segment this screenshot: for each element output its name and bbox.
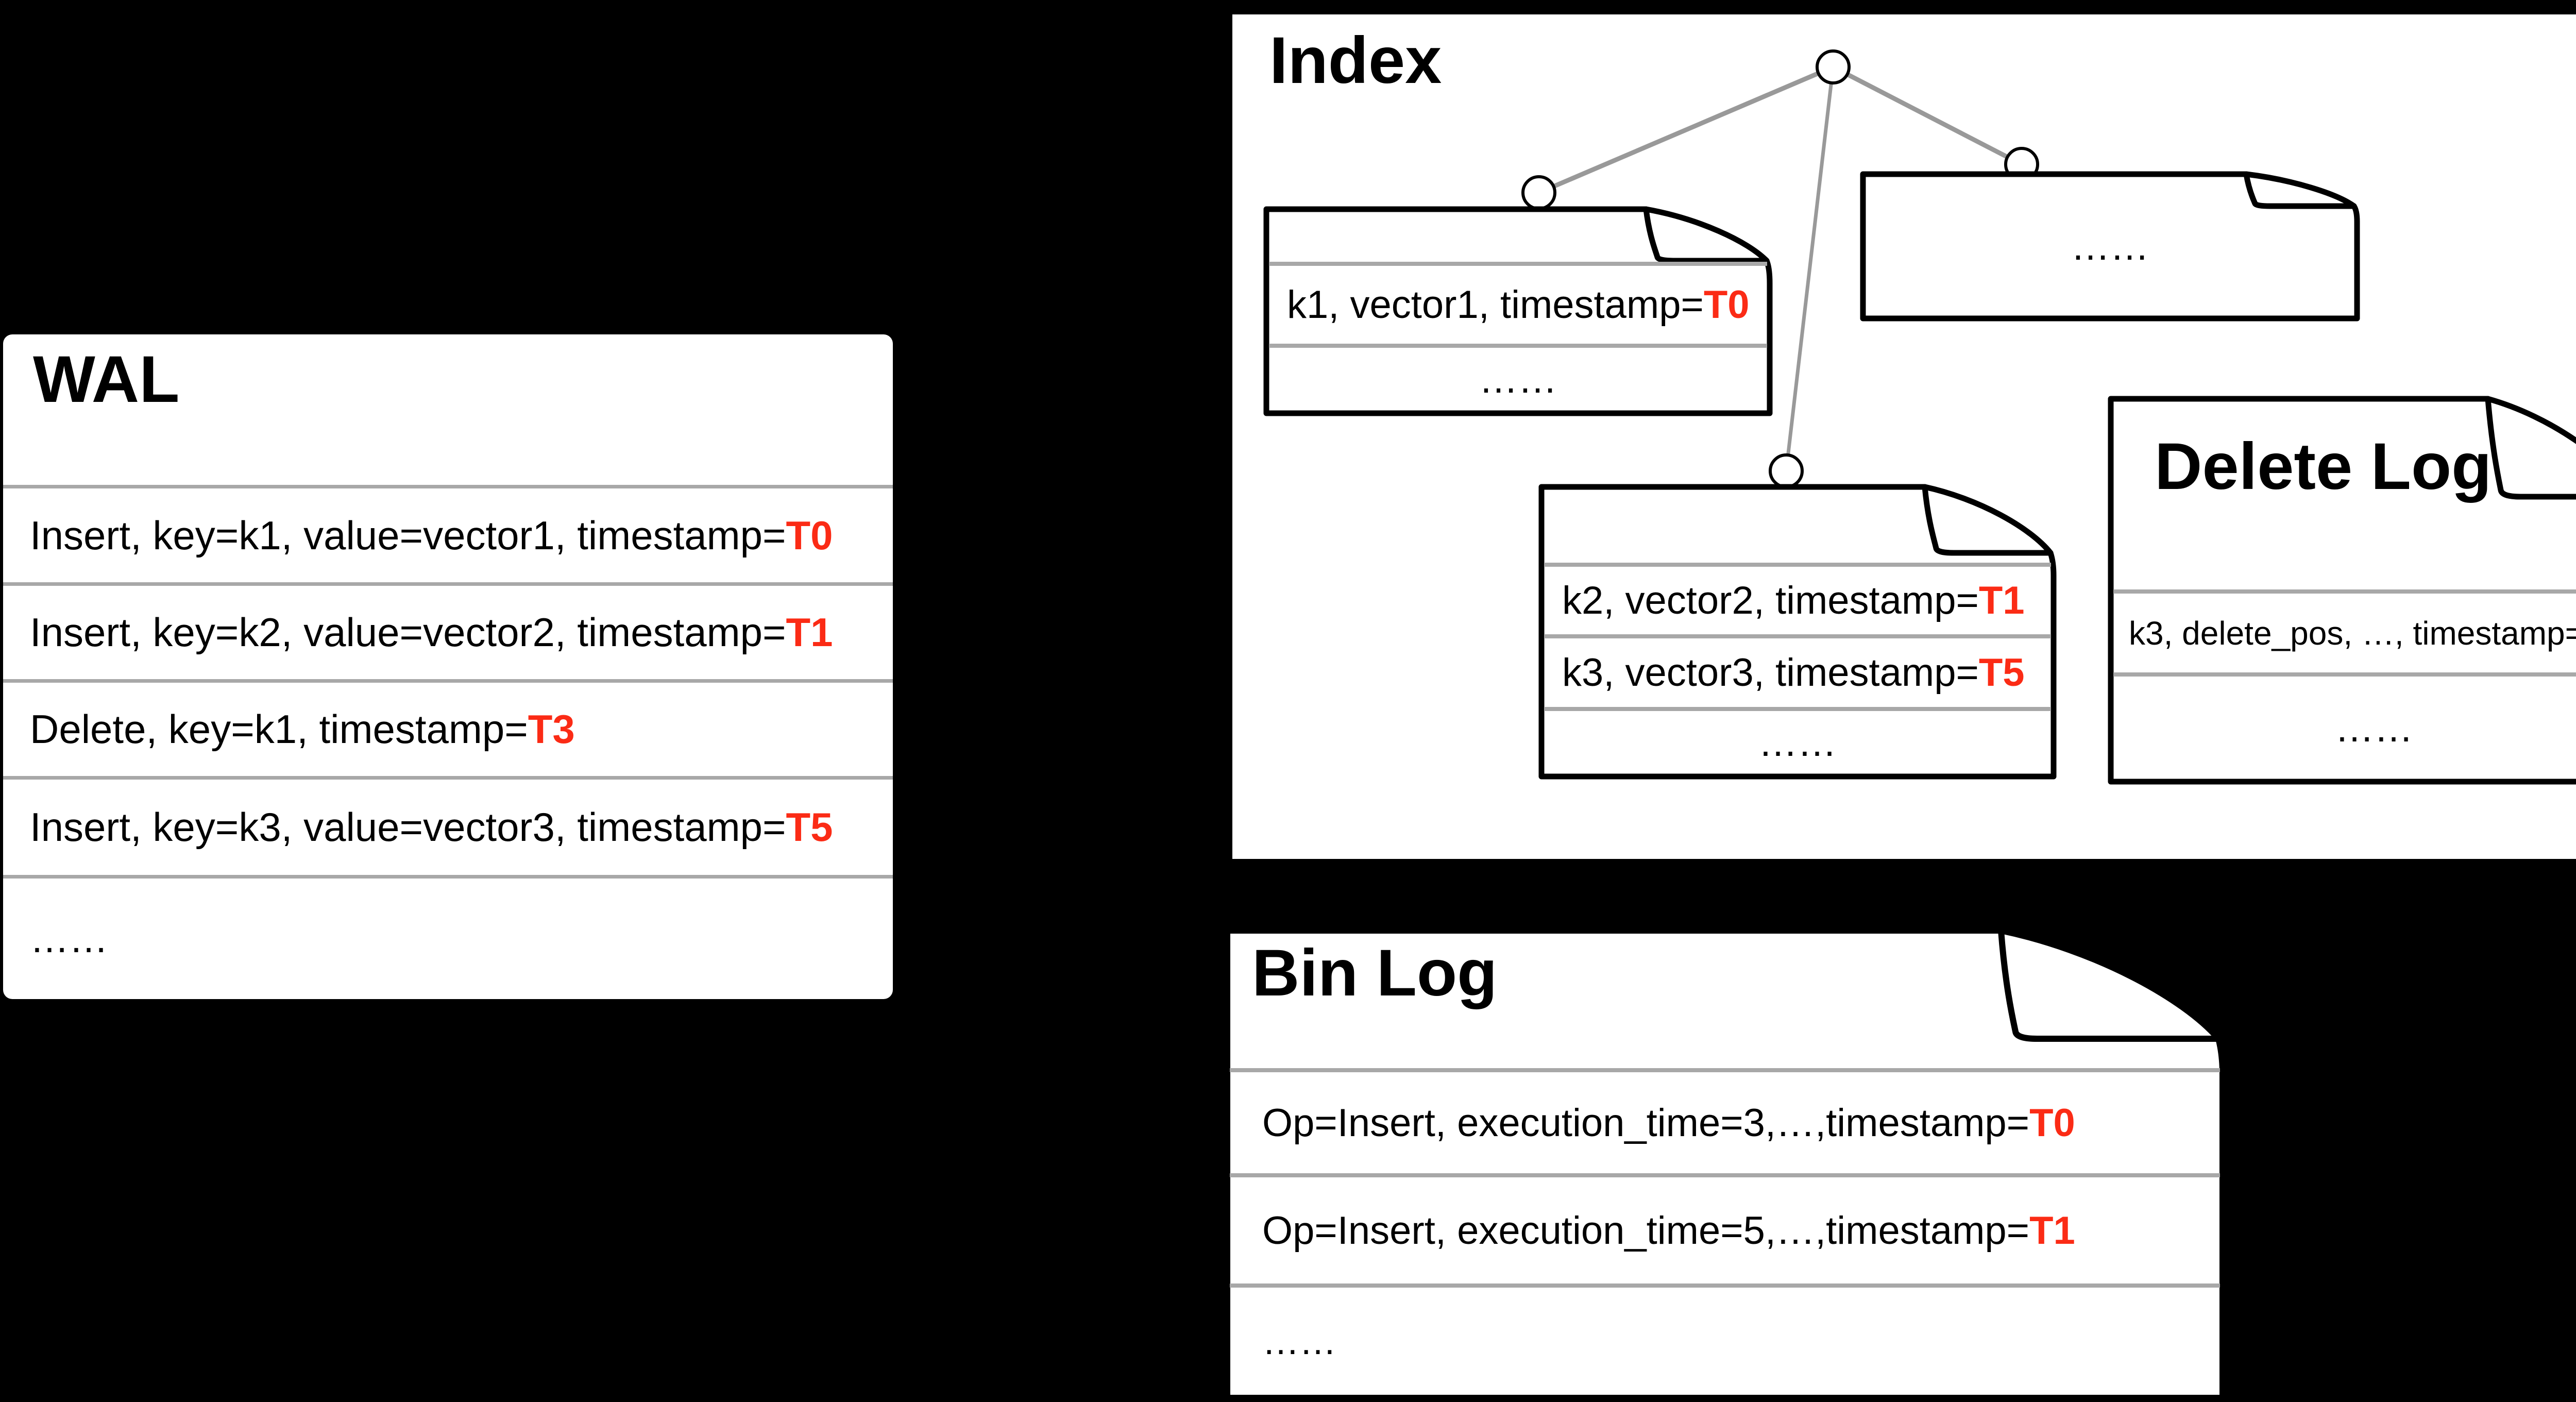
document-page-svg — [1860, 171, 2360, 322]
doc-row: k3, delete_pos, …, timestamp=T3 — [2111, 592, 2576, 674]
bin-log-row: Op=Insert, execution_time=3,…,timestamp=… — [1227, 1070, 2223, 1175]
ellipsis-text: …… — [2335, 706, 2413, 750]
index-title: Index — [1269, 24, 1442, 97]
doc-row-text: Op=Insert, execution_time=5,…,timestamp= — [1262, 1208, 2030, 1253]
tree-edge-line — [1784, 66, 1835, 471]
doc-row-text: k3, delete_pos, …, timestamp= — [2129, 614, 2576, 652]
document-page-shape — [1538, 484, 2057, 780]
wal-row: Insert, key=k3, value=vector3, timestamp… — [3, 776, 893, 875]
ellipsis-text: …… — [1262, 1321, 1336, 1362]
bin-log-title: Bin Log — [1252, 936, 1498, 1010]
doc-row-text: k1, vector1, timestamp= — [1287, 283, 1704, 327]
wal-title: WAL — [33, 343, 180, 416]
bin-log-row: Op=Insert, execution_time=5,…,timestamp=… — [1227, 1175, 2223, 1286]
delete-log-document: Delete Log k3, delete_pos, …, timestamp=… — [2108, 396, 2576, 785]
wal-row-text: Insert, key=k1, value=vector1, timestamp… — [30, 512, 786, 558]
doc-more-row: …… — [1266, 346, 1770, 413]
doc-row: k3, vector3, timestamp=T5 — [1541, 636, 2054, 709]
bin-log-document: Bin Log Op=Insert, execution_time=3,…,ti… — [1224, 927, 2226, 1401]
document-page-shape — [1263, 206, 1773, 416]
document-folded-corner — [1643, 206, 1770, 264]
doc-more-row: …… — [1541, 709, 2054, 776]
timestamp-value: T0 — [786, 512, 833, 558]
wal-row: Insert, key=k2, value=vector2, timestamp… — [3, 582, 893, 679]
bin-log-more-row: …… — [1227, 1286, 2223, 1398]
document-page-shape — [1860, 171, 2360, 322]
document-folded-corner — [2243, 171, 2357, 209]
timestamp-value: T3 — [528, 706, 575, 752]
segment-document-k1: k1, vector1, timestamp=T0 …… — [1263, 206, 1773, 416]
timestamp-value: T0 — [2029, 1101, 2075, 1145]
wal-row-text: Delete, key=k1, timestamp= — [30, 706, 528, 752]
document-page-svg — [2108, 396, 2576, 785]
document-page-svg — [1263, 206, 1773, 416]
timestamp-value: T1 — [1978, 579, 2025, 622]
index-panel: Index k1, vector1, timestamp=T0 …… — [1232, 14, 2576, 859]
timestamp-value: T5 — [786, 804, 833, 850]
doc-row-text: k3, vector3, timestamp= — [1562, 651, 1979, 695]
doc-row: k2, vector2, timestamp=T1 — [1541, 565, 2054, 636]
timestamp-value: T1 — [786, 610, 833, 655]
wal-row-text: Insert, key=k3, value=vector3, timestamp… — [30, 804, 786, 850]
document-folded-corner — [2485, 396, 2576, 500]
timestamp-value: T0 — [1703, 283, 1750, 327]
ellipsis-text: …… — [1758, 721, 1837, 765]
ellipsis-text: …… — [30, 917, 108, 961]
doc-row-text: k2, vector2, timestamp= — [1562, 579, 1979, 622]
ellipsis-text: …… — [2071, 224, 2149, 268]
wal-row: Delete, key=k1, timestamp=T3 — [3, 679, 893, 776]
tree-edge-line — [1538, 64, 1834, 195]
tree-node-circle — [1816, 49, 1851, 85]
wal-row-text: Insert, key=k2, value=vector2, timestamp… — [30, 610, 786, 655]
wal-panel: WAL Insert, key=k1, value=vector1, times… — [3, 334, 893, 999]
document-page-svg — [1538, 484, 2057, 780]
doc-row-text: Op=Insert, execution_time=3,…,timestamp= — [1262, 1101, 2030, 1145]
wal-row: Insert, key=k1, value=vector1, timestamp… — [3, 485, 893, 582]
delete-log-title: Delete Log — [2155, 430, 2492, 503]
ellipsis-text: …… — [1479, 358, 1557, 401]
document-page-svg — [1224, 927, 2226, 1401]
document-folded-corner — [1922, 484, 2054, 556]
segment-document-more: …… — [1860, 171, 2360, 322]
document-page-shape — [1224, 927, 2226, 1401]
document-folded-corner — [1998, 927, 2222, 1042]
doc-more-row: …… — [1863, 174, 2357, 318]
wal-more-row: …… — [3, 875, 893, 999]
timestamp-value: T5 — [1978, 651, 2025, 695]
doc-row: k1, vector1, timestamp=T0 — [1266, 264, 1770, 346]
segment-document-k2k3: k2, vector2, timestamp=T1 k3, vector3, t… — [1538, 484, 2057, 780]
timestamp-value: T1 — [2029, 1208, 2075, 1253]
tree-edge-line — [1832, 65, 2023, 166]
doc-more-row: …… — [2111, 674, 2576, 782]
